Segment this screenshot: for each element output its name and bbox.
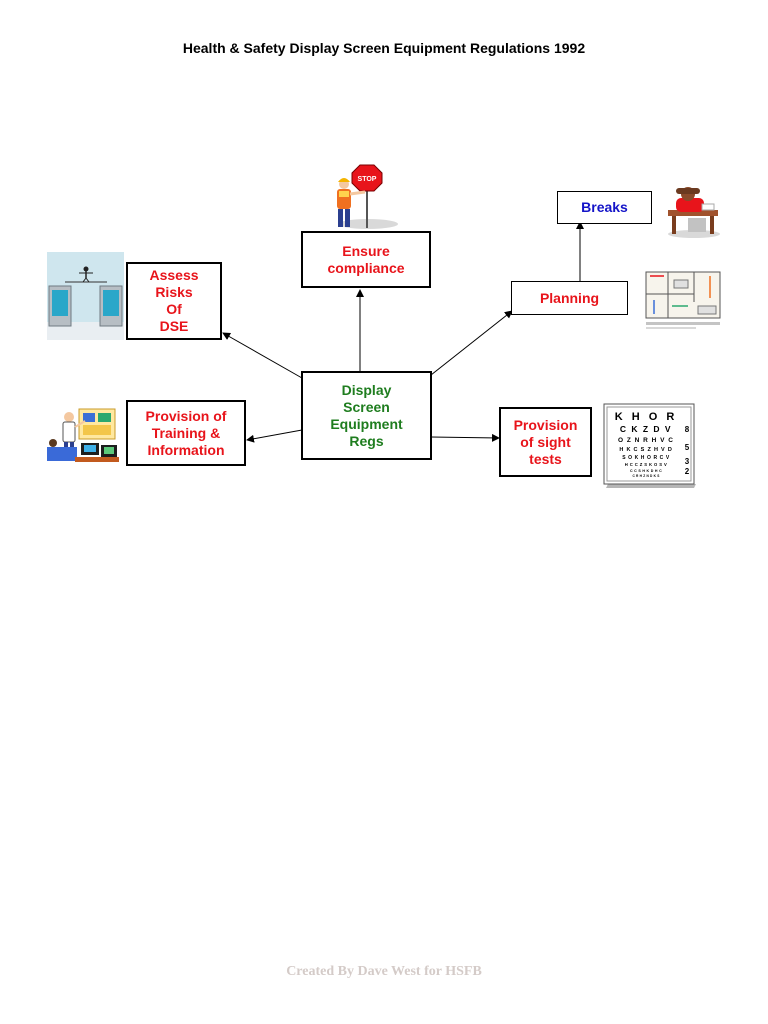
assess-node-line: Assess: [149, 267, 199, 283]
center-node-line: Regs: [349, 432, 384, 449]
sight-tests-node: Provision of sight tests: [499, 407, 592, 477]
page-title: Health & Safety Display Screen Equipment…: [182, 40, 586, 56]
planning-node-line: Planning: [539, 289, 600, 306]
arrow-to-sight: [430, 433, 500, 442]
eye-chart-row: C C S H K D H C: [630, 469, 662, 473]
assess-node-line: Risks: [155, 284, 193, 300]
eye-chart-row: K H O R: [615, 411, 678, 423]
tightrope-clipart: [47, 252, 124, 340]
sight-node-line: Provision: [513, 416, 578, 433]
stop-sign-text: STOP: [358, 176, 377, 183]
eye-chart-row: C K Z D V: [620, 424, 672, 434]
eye-chart-row: C R H Z N D K S: [632, 474, 659, 478]
center-node-line: Screen: [343, 398, 390, 415]
planning-node: Planning: [511, 281, 628, 315]
breaks-node: Breaks: [557, 191, 652, 224]
assess-risks-node: Assess Risks Of DSE: [126, 262, 222, 340]
center-node-line: Equipment: [330, 415, 403, 432]
eye-chart-clipart: K H O R C K Z D V O Z N R H V C H K C S …: [603, 403, 696, 488]
training-node-line: Training &: [151, 424, 221, 441]
breaks-node-line: Breaks: [581, 199, 628, 215]
eye-chart-row: S O K H O R C V: [622, 455, 670, 461]
eye-chart-row: H K C S Z H V D: [619, 447, 672, 453]
arrow-to-planning: [430, 310, 513, 376]
center-node: Display Screen Equipment Regs: [301, 371, 432, 460]
floor-plan-clipart: [638, 262, 727, 332]
footer-credit: Created By Dave West for HSFB: [286, 964, 482, 979]
stop-sign-worker-clipart: STOP: [337, 164, 398, 229]
eye-chart-number: 5: [685, 443, 690, 452]
training-node-line: Provision of: [145, 407, 227, 424]
arrow-to-assess: [222, 332, 303, 379]
eye-chart-number: 3: [685, 457, 690, 466]
eye-chart-number: 2: [685, 467, 690, 476]
ensure-node-line: Ensure: [342, 242, 390, 259]
training-clipart: [47, 408, 119, 462]
training-node-line: Information: [147, 441, 225, 458]
assess-node-line: Of: [166, 301, 182, 317]
eye-chart-number: 8: [685, 425, 690, 434]
eye-chart-row: H C C Z S K O S V: [625, 462, 667, 467]
sight-node-line: tests: [529, 450, 562, 467]
arrow-to-training: [246, 429, 303, 443]
eye-chart-row: O Z N R H V C: [618, 437, 674, 444]
sight-node-line: of sight: [520, 433, 571, 450]
training-node: Provision of Training & Information: [126, 400, 246, 466]
center-node-line: Display: [341, 381, 392, 398]
ensure-node-line: compliance: [327, 259, 405, 276]
ensure-compliance-node: Ensure compliance: [301, 231, 431, 288]
assess-node-line: DSE: [159, 318, 189, 334]
breaks-clipart: [668, 187, 720, 238]
